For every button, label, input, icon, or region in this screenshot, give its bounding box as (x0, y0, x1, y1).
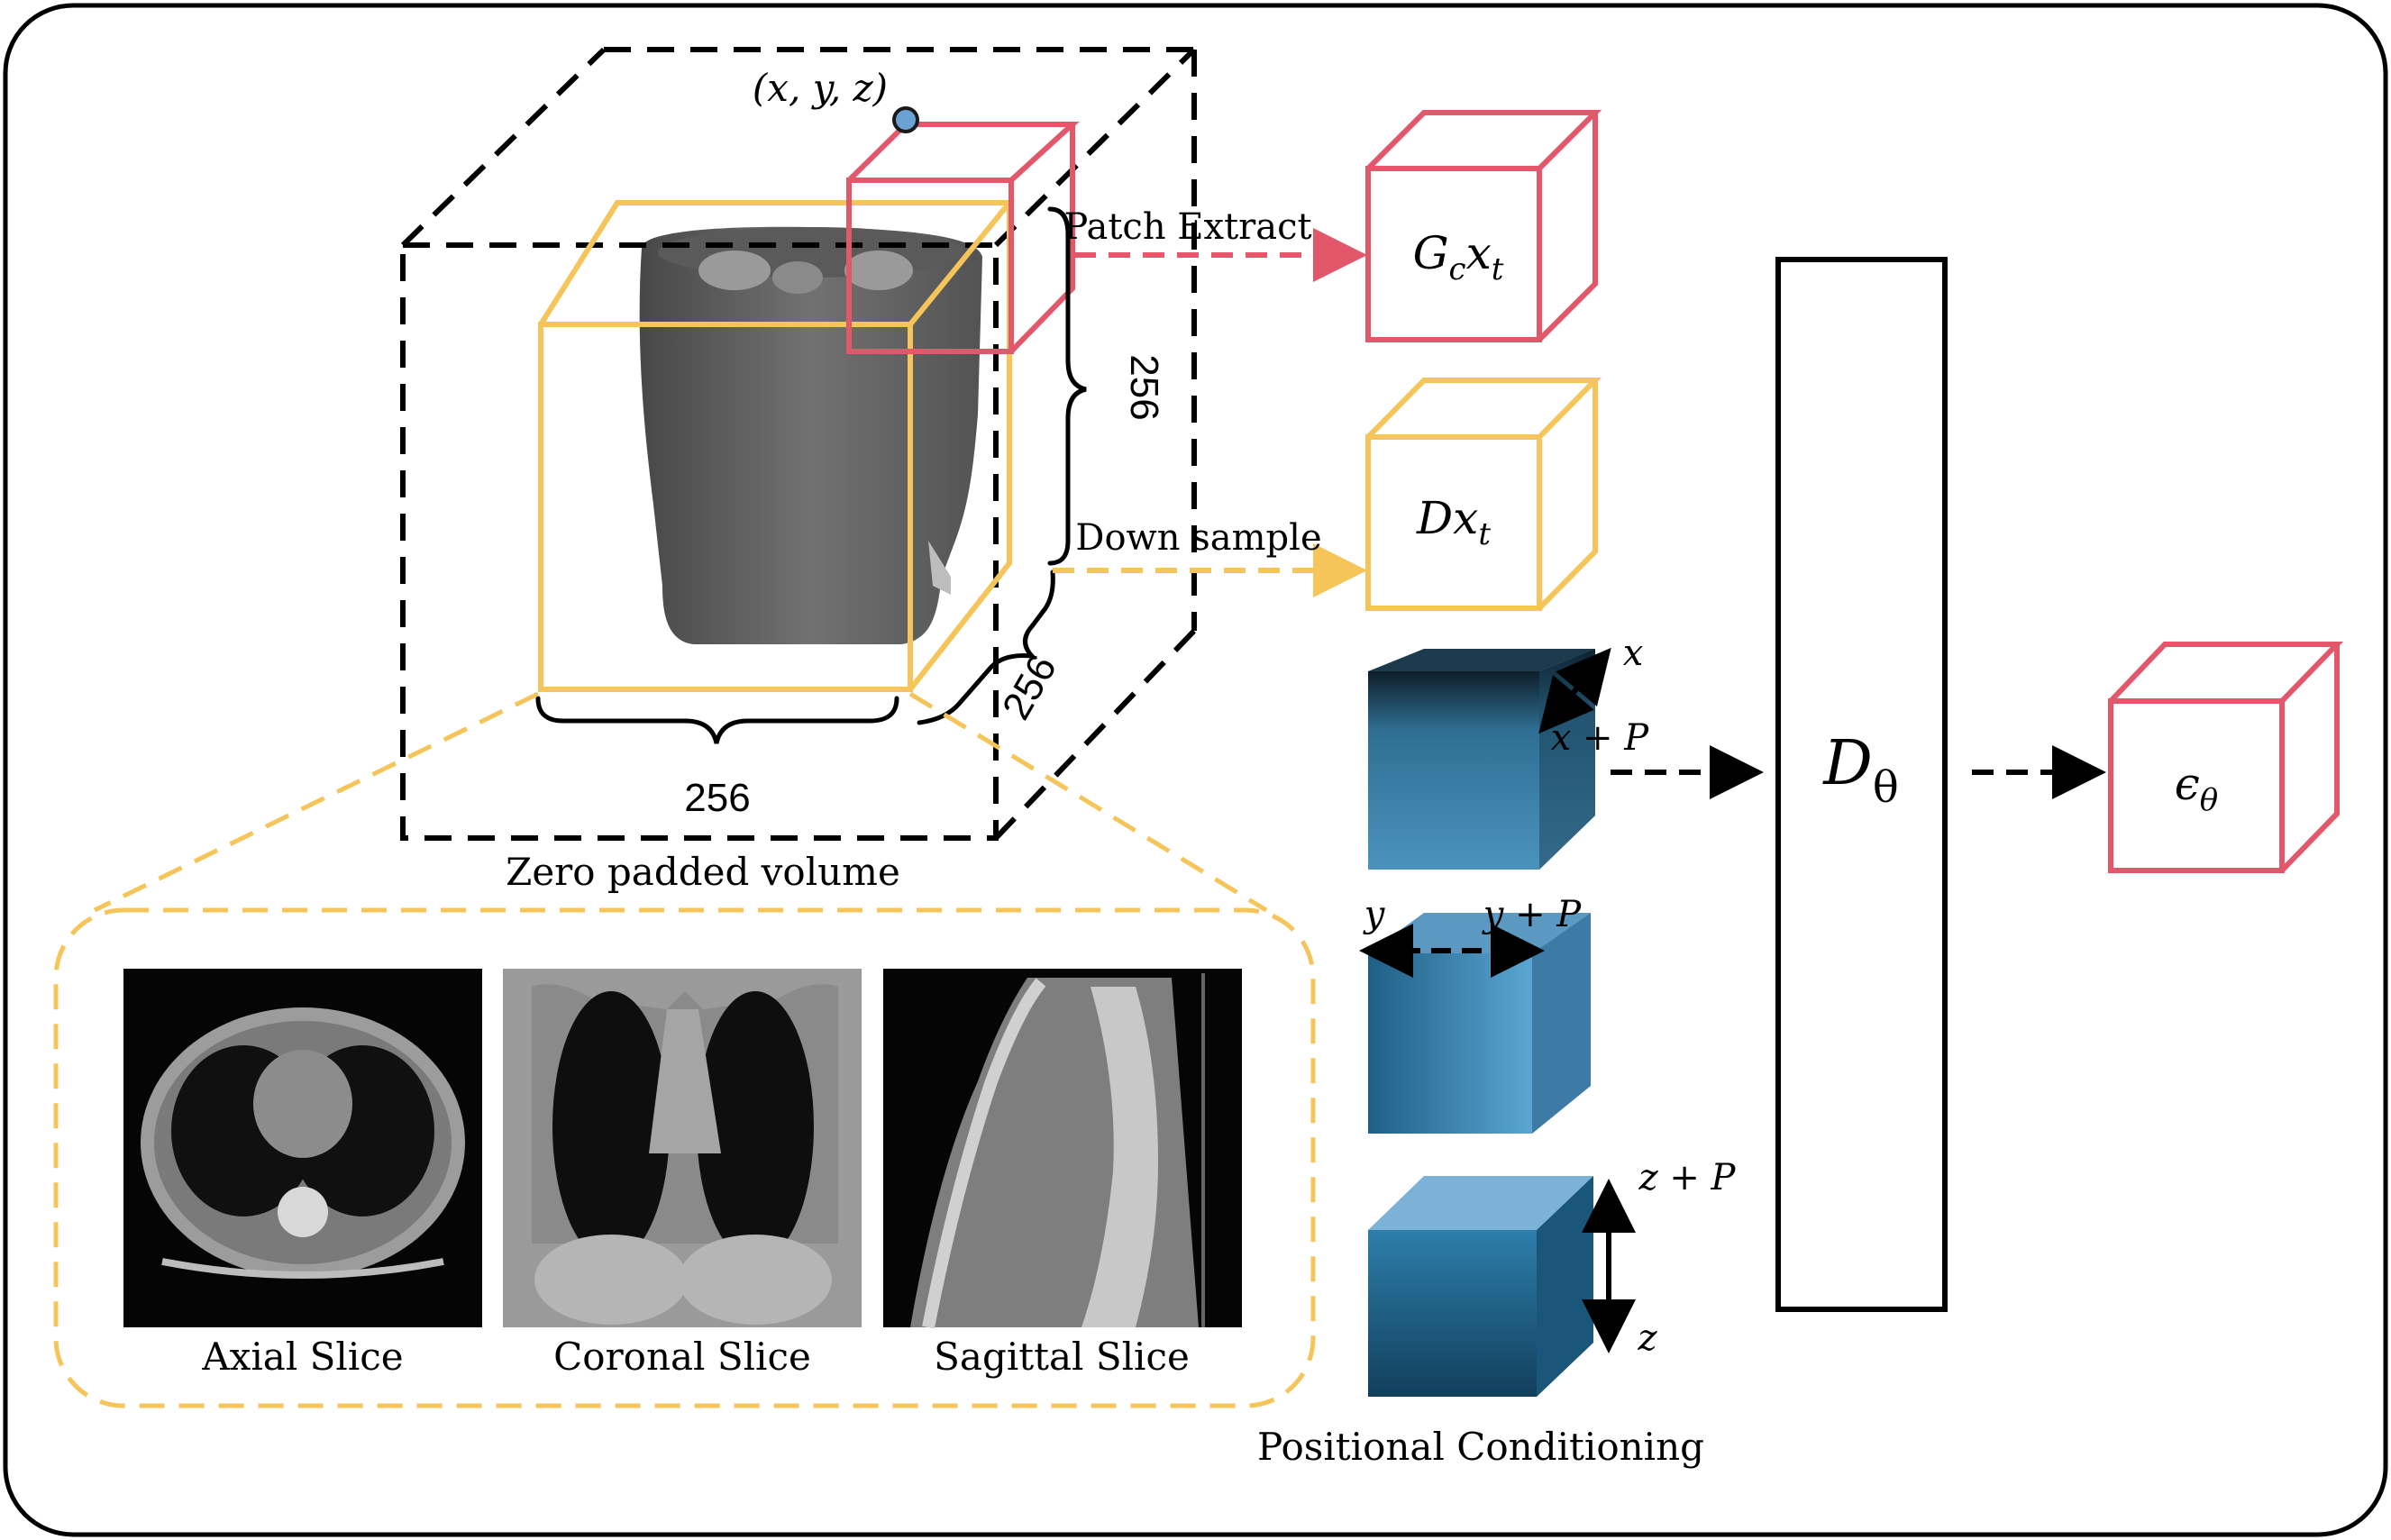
positional-caption: Positional Conditioning (1257, 1425, 1704, 1469)
zero-padded-volume-cube (400, 47, 1197, 841)
dim-vertical-label: 256 (1122, 354, 1166, 420)
pos-x-end-label: x + P (1551, 717, 1650, 759)
patch-output-cube (1365, 110, 1602, 342)
downsample-output-cube (1365, 378, 1602, 611)
positional-cube-x (1368, 649, 1595, 870)
volume-caption: Zero padded volume (506, 850, 900, 894)
positional-cube-y (1368, 913, 1591, 1134)
dim-horizontal-label: 256 (684, 776, 750, 820)
coronal-slice-image (503, 969, 862, 1327)
dimension-braces (535, 206, 1087, 744)
coronal-slice-label: Coronal Slice (553, 1335, 811, 1379)
pos-z-start-label: z (1637, 1317, 1657, 1359)
output-cube (2108, 642, 2344, 873)
pos-y-start-label: y (1363, 894, 1386, 935)
pos-y-end-label: y + P (1482, 894, 1583, 935)
pos-z-end-label: z + P (1638, 1157, 1737, 1198)
point-label: (x, y, z) (753, 66, 888, 110)
slices-panel (53, 907, 1316, 1408)
network-box (1775, 257, 1948, 1312)
network-label: Dθ (1821, 728, 1898, 813)
downsample-label: Down sample (1075, 517, 1321, 559)
positional-cube-z (1368, 1176, 1593, 1397)
axial-slice-label: Axial Slice (201, 1335, 403, 1379)
x-axis-arrow (1538, 647, 1611, 734)
patch-cube-on-volume (846, 122, 1080, 354)
sagittal-slice-image (883, 969, 1242, 1329)
output-label: ϵθ (2175, 758, 2219, 818)
axial-slice-image (123, 969, 482, 1327)
torso-render (639, 226, 982, 645)
sagittal-slice-label: Sagittal Slice (934, 1335, 1190, 1379)
slice-connector-lines (93, 691, 1268, 913)
patch-extract-label: Patch Extract (1063, 206, 1311, 248)
patch-origin-point (892, 106, 919, 133)
pos-x-start-label: x (1623, 633, 1644, 674)
